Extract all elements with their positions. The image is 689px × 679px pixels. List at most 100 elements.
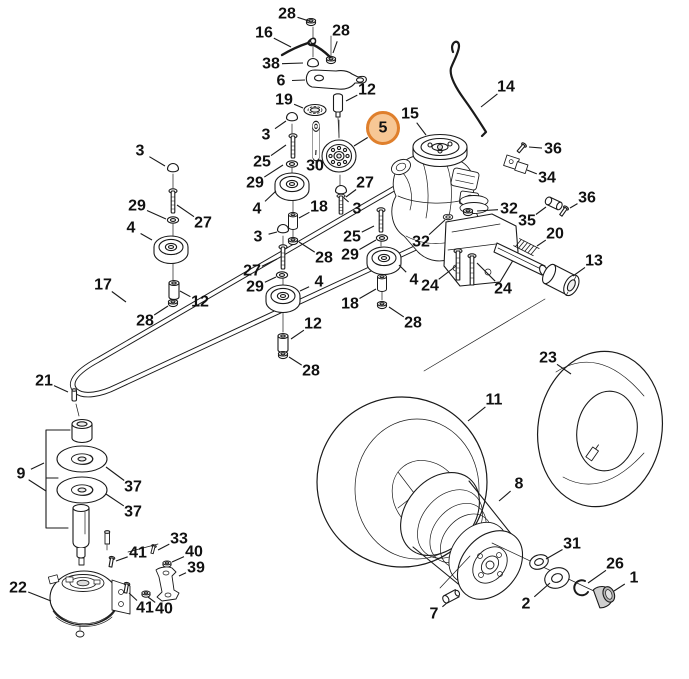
callout-18-42: 18 — [341, 296, 359, 313]
callout-leader-12 — [290, 329, 305, 340]
highlighted-part-balloon-5[interactable] — [366, 111, 400, 145]
bracket-39 — [155, 566, 180, 602]
callout-36-24: 36 — [578, 190, 596, 207]
callout-40-63: 40 — [155, 601, 173, 618]
capnut-3c — [276, 223, 290, 234]
callout-leader-2 — [533, 582, 551, 598]
callout-leader-25 — [361, 225, 375, 233]
callout-28-2: 28 — [332, 23, 350, 40]
callout-27-19: 27 — [194, 215, 212, 232]
callout-leader-36 — [569, 203, 578, 209]
callout-leader-32 — [476, 209, 499, 212]
bolt-25b — [376, 207, 386, 233]
callout-23-48: 23 — [539, 350, 557, 367]
pin-21 — [71, 388, 78, 402]
callout-leader-33 — [157, 543, 170, 551]
solenoid-34 — [503, 154, 529, 174]
callout-leader-12 — [345, 94, 358, 102]
plate-6 — [305, 69, 367, 90]
callout-38-3: 38 — [262, 56, 280, 73]
callout-leader-14 — [480, 93, 498, 108]
callout-21-47: 21 — [35, 373, 53, 390]
wheel-hub-13 — [542, 263, 580, 297]
callout-27-17: 27 — [356, 175, 374, 192]
callout-2-64: 2 — [522, 596, 531, 613]
callout-leader-29 — [264, 164, 284, 178]
washer-31 — [529, 554, 549, 570]
capnut-3d — [334, 184, 348, 195]
nut-28-top — [305, 18, 317, 27]
pulley-5 — [321, 139, 357, 173]
callout-leader-40 — [147, 596, 156, 603]
nut-28a — [167, 299, 179, 308]
nut-40a — [162, 560, 172, 568]
callout-18-21: 18 — [310, 199, 328, 216]
callout-24-38: 24 — [421, 278, 439, 295]
nut-28d — [376, 301, 388, 310]
washer-29c — [275, 271, 289, 279]
callout-leader-41 — [128, 592, 138, 601]
callout-28-31: 28 — [315, 250, 333, 267]
spindle-shaft — [72, 503, 90, 566]
callout-leader-7 — [442, 601, 449, 608]
rim-8 — [400, 471, 524, 600]
callout-leader-23 — [556, 363, 572, 375]
callout-31-58: 31 — [563, 536, 581, 553]
callout-4-37: 4 — [410, 272, 419, 289]
clutch-22 — [47, 570, 131, 638]
washer-29b — [285, 160, 299, 168]
callout-5-8[interactable]: 5 — [379, 120, 388, 137]
spacer-18b — [377, 274, 387, 292]
spacer-12b — [277, 333, 289, 353]
callout-3-7: 3 — [262, 127, 271, 144]
callout-leader-36 — [528, 146, 543, 149]
spindle-clutch-group — [28, 388, 180, 638]
gear-case — [443, 213, 519, 287]
callout-leader-29 — [264, 276, 277, 283]
callout-39-57: 39 — [187, 560, 205, 577]
callout-33-54: 33 — [170, 531, 188, 548]
washer-19 — [303, 103, 327, 117]
callout-leader-38 — [281, 62, 304, 65]
callout-41-62: 41 — [136, 600, 154, 617]
callout-28-43: 28 — [136, 313, 154, 330]
callout-15-9: 15 — [401, 106, 419, 123]
callout-6-4: 6 — [277, 73, 286, 90]
callout-leader-19 — [293, 103, 304, 109]
callout-25-28: 25 — [343, 229, 361, 246]
callout-29-32: 29 — [341, 247, 359, 264]
callout-leader-37 — [105, 493, 125, 507]
muffler — [391, 158, 411, 176]
callout-leader-39 — [178, 572, 187, 577]
callout-3-13: 3 — [136, 143, 145, 160]
idler-pulley-4b — [274, 172, 310, 202]
nut-38 — [306, 57, 320, 68]
callout-leader-3 — [343, 197, 349, 203]
callout-leader-27 — [261, 258, 278, 267]
top-linkage-assembly — [280, 18, 367, 138]
pin-bolt — [104, 530, 111, 551]
callout-28-45: 28 — [404, 315, 422, 332]
callout-leader-29 — [146, 209, 167, 220]
callout-leader-37 — [105, 466, 125, 481]
callout-30-15: 30 — [306, 158, 324, 175]
snap-ring-26 — [573, 579, 589, 597]
callout-leader-27 — [176, 204, 195, 218]
callout-leader-9 — [30, 462, 45, 470]
callout-9-50: 9 — [17, 466, 26, 483]
callout-leader-21 — [53, 385, 69, 393]
tube-valve — [585, 444, 599, 462]
bolt-27a — [168, 188, 178, 214]
callout-leader-11 — [467, 406, 486, 422]
callout-4-26: 4 — [127, 220, 136, 237]
callout-leader-27 — [345, 189, 357, 198]
callout-29-18: 29 — [128, 198, 146, 215]
idler-pulley-4c — [265, 284, 301, 314]
callout-22-61: 22 — [9, 580, 27, 597]
callout-leader-4 — [299, 286, 310, 292]
throttle-rod-14 — [449, 40, 488, 138]
callout-leader-35 — [535, 206, 547, 215]
callout-24-39: 24 — [494, 281, 512, 298]
